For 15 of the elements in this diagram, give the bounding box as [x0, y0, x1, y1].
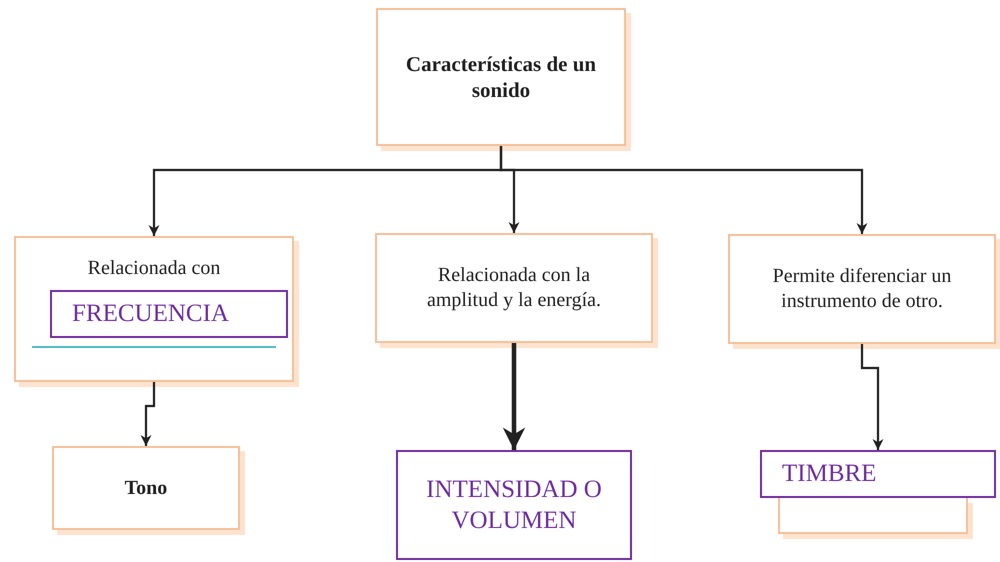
box-text: Relacionada con: [88, 256, 220, 281]
box-text: Relacionada con la amplitud y la energía.: [426, 263, 602, 313]
answer-box: [50, 290, 288, 338]
box-text: Características de un sonido: [404, 50, 598, 104]
box-text: Tono: [124, 476, 168, 500]
arrow: [140, 382, 156, 446]
answer-box: [396, 450, 632, 560]
box-text: TIMBRE: [782, 459, 876, 490]
box-text: FRECUENCIA: [72, 299, 229, 330]
box-text: Permite diferenciar un instrumento de otro.: [772, 264, 952, 314]
arrow: [502, 343, 526, 450]
arrow: [860, 344, 884, 450]
box-text: INTENSIDAD O VOLUMEN: [425, 474, 603, 536]
arrow: [500, 146, 868, 234]
answer-box: [760, 450, 996, 498]
